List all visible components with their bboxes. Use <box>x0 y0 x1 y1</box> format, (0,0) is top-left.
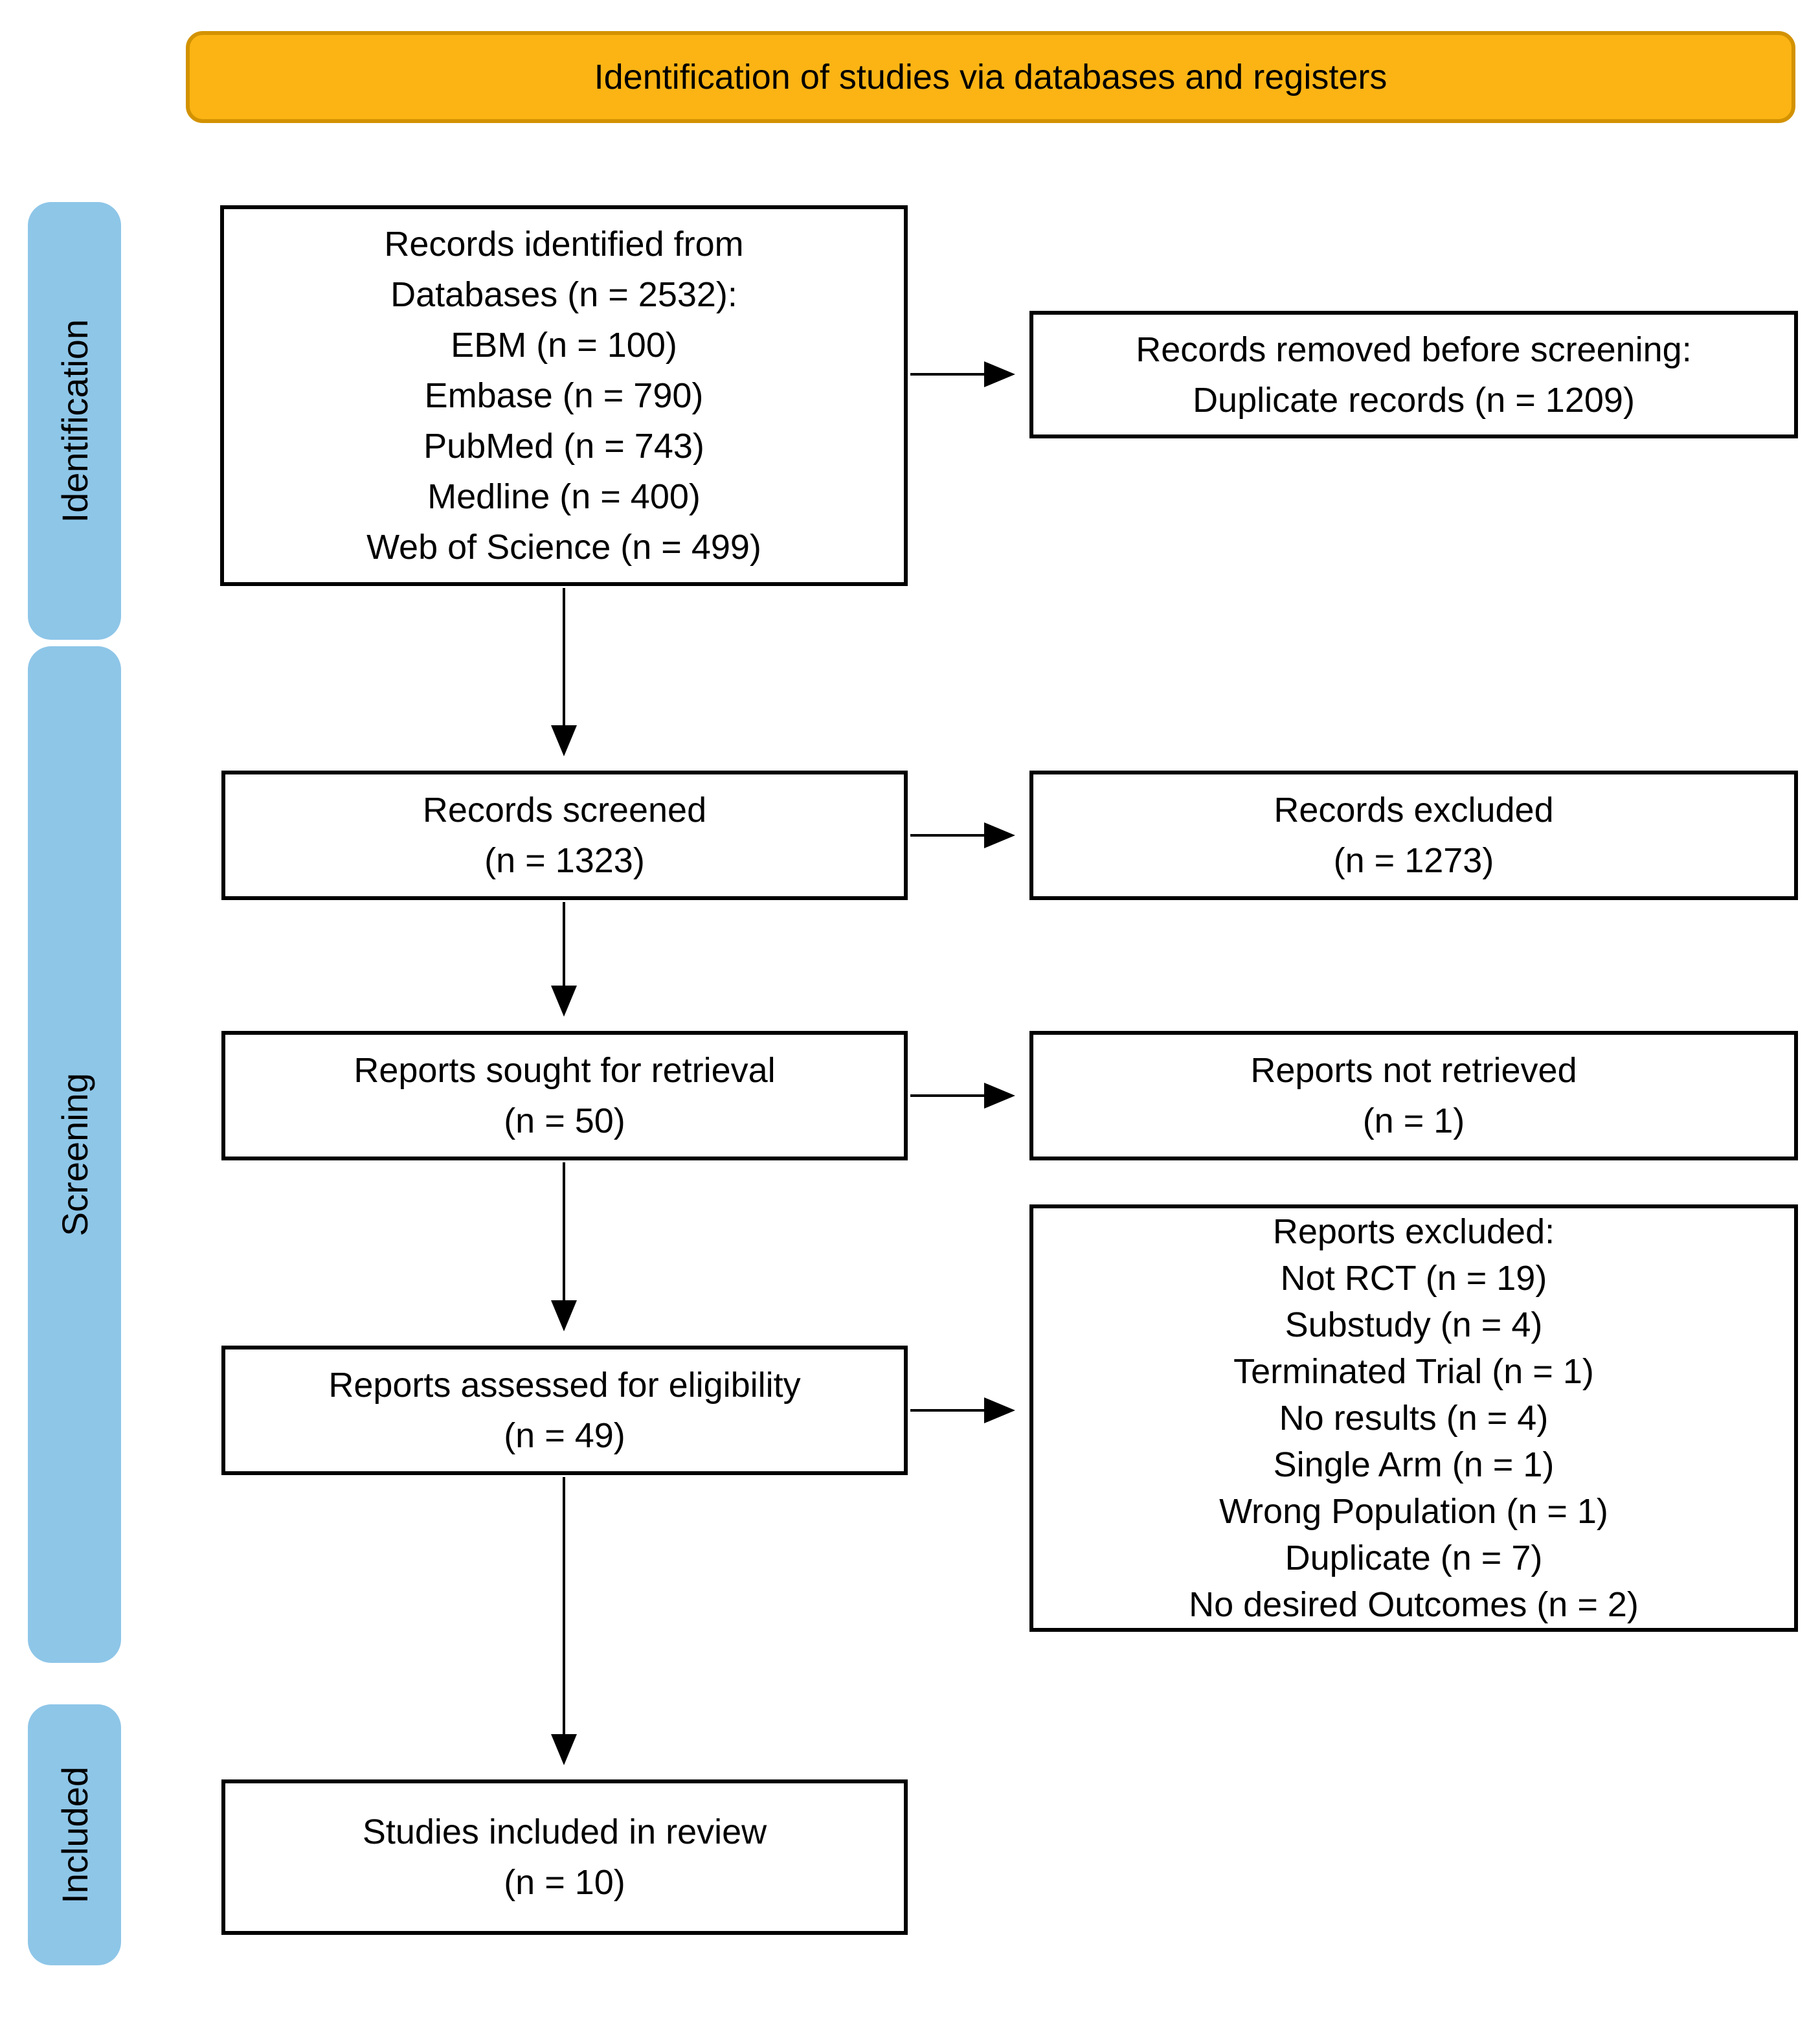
box-line: Medline (n = 400) <box>427 477 701 516</box>
box-line: Terminated Trial (n = 1) <box>1233 1352 1594 1391</box>
stage-included: Included <box>28 1704 121 1965</box>
box-line: Web of Science (n = 499) <box>366 528 761 567</box>
box-line: Not RCT (n = 19) <box>1280 1259 1547 1298</box>
box-line: (n = 49) <box>504 1416 625 1455</box>
stage-identification-label: Identification <box>54 319 95 523</box>
box-line: Duplicate records (n = 1209) <box>1193 380 1635 420</box>
box-records-identified: Records identified from Databases (n = 2… <box>220 205 908 586</box>
stage-screening: Screening <box>28 646 121 1663</box>
box-reports-not-retrieved: Reports not retrieved (n = 1) <box>1029 1031 1798 1160</box>
box-line: EBM (n = 100) <box>451 326 677 365</box>
box-line: Reports not retrieved <box>1250 1051 1577 1090</box>
box-line: Reports sought for retrieval <box>354 1051 776 1090</box>
box-line: PubMed (n = 743) <box>423 427 704 466</box>
stage-included-label: Included <box>54 1766 95 1904</box>
box-line: Records identified from <box>384 225 744 264</box>
box-line: Reports excluded: <box>1272 1212 1555 1251</box>
box-records-removed: Records removed before screening: Duplic… <box>1029 311 1798 438</box>
box-line: Single Arm (n = 1) <box>1273 1445 1555 1484</box>
box-line: Databases (n = 2532): <box>390 275 737 314</box>
box-line: Studies included in review <box>362 1812 767 1851</box>
box-line: Reports assessed for eligibility <box>328 1366 801 1405</box>
box-records-screened: Records screened (n = 1323) <box>221 771 908 900</box>
box-line: (n = 50) <box>504 1101 625 1140</box>
box-studies-included: Studies included in review (n = 10) <box>221 1779 908 1935</box>
box-line: (n = 1273) <box>1333 841 1494 880</box>
box-line: Records removed before screening: <box>1136 330 1692 369</box>
stage-screening-label: Screening <box>54 1072 95 1237</box>
box-line: (n = 1) <box>1362 1101 1465 1140</box>
box-reports-excluded: Reports excluded: Not RCT (n = 19) Subst… <box>1029 1204 1798 1632</box>
box-line: Records screened <box>422 791 707 830</box>
box-line: Embase (n = 790) <box>424 376 704 415</box>
box-reports-assessed: Reports assessed for eligibility (n = 49… <box>221 1346 908 1475</box>
title-banner-label: Identification of studies via databases … <box>594 58 1387 96</box>
box-reports-sought: Reports sought for retrieval (n = 50) <box>221 1031 908 1160</box>
box-records-excluded: Records excluded (n = 1273) <box>1029 771 1798 900</box>
box-line: Duplicate (n = 7) <box>1285 1539 1543 1577</box>
box-line: No results (n = 4) <box>1279 1399 1549 1438</box>
box-line: (n = 10) <box>504 1863 625 1902</box>
box-line: (n = 1323) <box>484 841 645 880</box>
box-line: Wrong Population (n = 1) <box>1219 1492 1608 1531</box>
box-line: Records excluded <box>1274 791 1554 830</box>
box-line: No desired Outcomes (n = 2) <box>1189 1585 1639 1624</box>
box-line: Substudy (n = 4) <box>1285 1305 1543 1344</box>
title-banner: Identification of studies via databases … <box>186 31 1795 123</box>
stage-identification: Identification <box>28 202 121 640</box>
